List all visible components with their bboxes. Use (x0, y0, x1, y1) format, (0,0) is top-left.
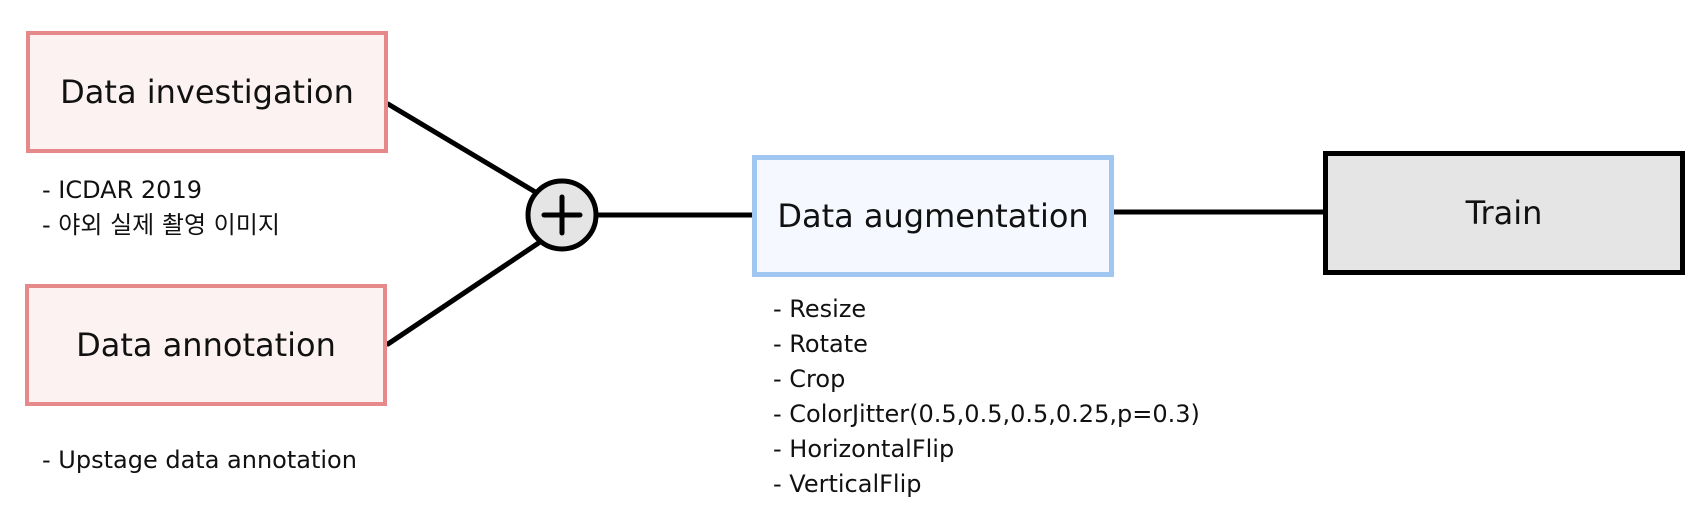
data-investigation-notes: - ICDAR 2019 - 야외 실제 촬영 이미지 (42, 173, 280, 243)
data-annotation-box: Data annotation (25, 284, 387, 406)
edge-annotation-to-combine (385, 237, 546, 347)
data-annotation-label: Data annotation (76, 326, 336, 364)
note-item: - Crop (773, 365, 846, 393)
note-item: - VerticalFlip (773, 470, 922, 498)
train-box: Train (1323, 151, 1685, 275)
note-item: - Rotate (773, 330, 868, 358)
data-annotation-notes: - Upstage data annotation (42, 443, 357, 478)
note-item: - 야외 실제 촬영 이미지 (42, 211, 280, 239)
combine-node (525, 178, 599, 252)
note-item: - Resize (773, 295, 867, 323)
plus-icon (541, 194, 583, 236)
train-label: Train (1465, 194, 1543, 232)
note-item: - HorizontalFlip (773, 435, 955, 463)
data-investigation-box: Data investigation (26, 31, 388, 153)
note-item: - ColorJitter(0.5,0.5,0.5,0.25,p=0.3) (773, 400, 1200, 428)
edge-investigation-to-combine (385, 101, 540, 196)
data-augmentation-notes: - Resize - Rotate - Crop - ColorJitter(0… (773, 292, 1200, 502)
data-investigation-label: Data investigation (60, 73, 354, 111)
note-item: - Upstage data annotation (42, 446, 357, 474)
data-augmentation-label: Data augmentation (777, 197, 1089, 235)
note-item: - ICDAR 2019 (42, 176, 202, 204)
data-augmentation-box: Data augmentation (752, 155, 1114, 277)
